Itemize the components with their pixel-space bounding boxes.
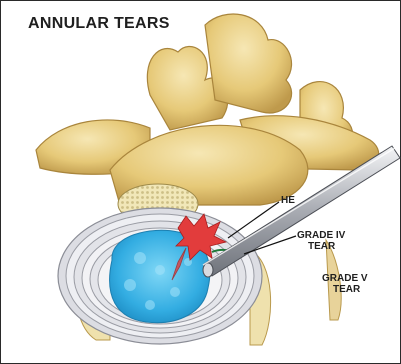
partial-label: HE [281, 196, 295, 207]
grade-iv-tear-label: GRADE IV TEAR [297, 231, 345, 252]
grade-iv-line2: TEAR [297, 242, 345, 253]
diagram-title: ANNULAR TEARS [28, 16, 170, 33]
grade-v-tear-label: GRADE V TEAR [322, 274, 368, 295]
grade-v-line1: GRADE V [322, 273, 368, 284]
grade-v-line2: TEAR [322, 285, 368, 296]
grade-iv-line1: GRADE IV [297, 230, 345, 241]
